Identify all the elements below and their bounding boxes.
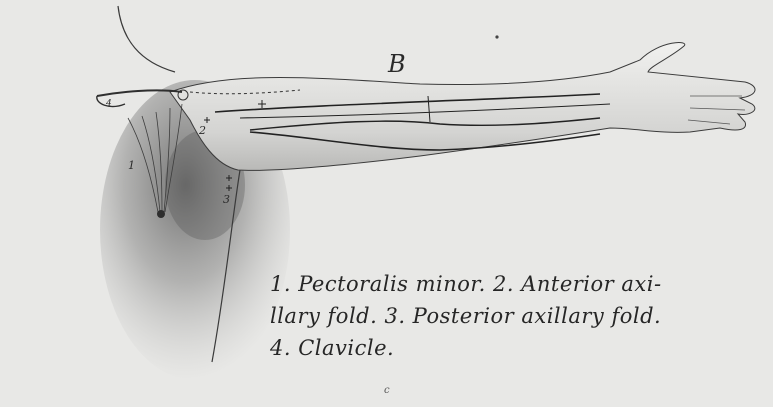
bottom-mark: c bbox=[384, 386, 390, 396]
caption-line: 1. Pectoralis minor. 2. Anterior axi- bbox=[270, 268, 750, 300]
label-pectoralis-minor: 1 bbox=[128, 160, 135, 171]
caption-line: llary fold. 3. Posterior axillary fold. bbox=[270, 300, 750, 332]
label-posterior-fold: 3 bbox=[223, 194, 230, 205]
label-anterior-fold: 2 bbox=[199, 125, 206, 136]
figure-letter: B bbox=[388, 52, 406, 76]
figure-caption: 1. Pectoralis minor. 2. Anterior axi- ll… bbox=[270, 268, 750, 364]
pectoralis-origin bbox=[157, 210, 165, 218]
shoulder-contour bbox=[118, 6, 175, 72]
ink-speck bbox=[495, 35, 498, 38]
label-clavicle: 4 bbox=[106, 100, 112, 109]
caption-line: 4. Clavicle. bbox=[270, 332, 750, 364]
arm-shape bbox=[170, 43, 755, 171]
